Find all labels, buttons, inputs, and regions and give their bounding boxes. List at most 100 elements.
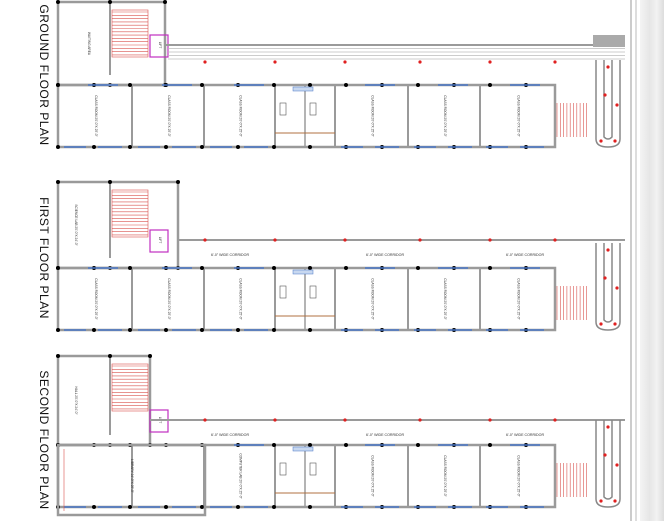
- marker-icon: [488, 238, 492, 242]
- corridor-label: 6'-0" WIDE CORRIDOR: [211, 433, 250, 437]
- toilet-fixture: [309, 102, 317, 116]
- corridor-label: 6'-0" WIDE CORRIDOR: [506, 253, 545, 257]
- marker-icon: [418, 418, 422, 422]
- room-label: CLASS ROOM 20'-0"X 25'-0": [443, 455, 447, 496]
- column: [344, 266, 348, 270]
- column: [236, 145, 240, 149]
- marker-icon: [553, 60, 557, 64]
- marker-icon: [606, 425, 610, 429]
- marker-icon: [606, 65, 610, 69]
- floor-title: SECOND FLOOR PLAN: [37, 370, 51, 509]
- column: [200, 266, 204, 270]
- marker-icon: [599, 322, 603, 326]
- toilet-fixture: [309, 285, 317, 299]
- column: [128, 145, 132, 149]
- wash-basin: [292, 86, 314, 92]
- column: [163, 0, 167, 4]
- marker-icon: [203, 238, 207, 242]
- marker-icon: [613, 499, 617, 503]
- marker-icon: [603, 93, 607, 97]
- room-label: CLASS ROOM 20'-0"X 25'-0": [371, 455, 375, 496]
- column: [128, 328, 132, 332]
- marker-icon: [599, 499, 603, 503]
- column: [92, 145, 96, 149]
- column: [308, 145, 312, 149]
- marker-icon: [418, 238, 422, 242]
- column: [272, 328, 276, 332]
- lift-shaft: [149, 229, 169, 253]
- left-block-wall: [56, 0, 167, 87]
- column: [56, 0, 60, 4]
- ramp: [595, 243, 621, 331]
- column: [308, 83, 312, 87]
- corridor-label: 6'-0" WIDE CORRIDOR: [366, 253, 405, 257]
- room-label: CLASS ROOM 20'-0"X 25'-0": [517, 95, 521, 136]
- corridor-label: 6'-0" WIDE CORRIDOR: [366, 433, 405, 437]
- marker-icon: [615, 286, 619, 290]
- left-room-label: WAITING AREA: [87, 32, 91, 56]
- page-edge: [640, 0, 664, 521]
- column: [56, 266, 60, 270]
- column: [488, 266, 492, 270]
- staircase: [111, 363, 149, 412]
- marker-icon: [488, 418, 492, 422]
- column: [272, 83, 276, 87]
- room-label: CLASS ROOM 20'-0"X 25'-0": [371, 278, 375, 319]
- marker-icon: [203, 60, 207, 64]
- marker-icon: [553, 238, 557, 242]
- marker-icon: [273, 238, 277, 242]
- column: [108, 180, 112, 184]
- room-label: CLASS ROOM 20'-0"X 25'-0": [239, 278, 243, 319]
- toilet-fixture: [279, 102, 287, 116]
- room-label: CLASS ROOM 20'-0"X 25'-0": [371, 95, 375, 136]
- corridor-label: 6'-0" WIDE CORRIDOR: [506, 433, 545, 437]
- left-room-label: HALL 20'-0"X 24'-0": [74, 387, 78, 415]
- room-label: CLASS ROOM 20'-0"X 25'-0": [443, 95, 447, 136]
- room-label: CLASS ROOM 20'-0"X 25'-0": [94, 95, 98, 136]
- wash-basin: [292, 269, 314, 275]
- marker-icon: [599, 139, 603, 143]
- toilet-fixture: [309, 462, 317, 476]
- column: [92, 505, 96, 509]
- ramp: [595, 420, 621, 508]
- marker-icon: [488, 60, 492, 64]
- column: [416, 83, 420, 87]
- column: [416, 266, 420, 270]
- marker-icon: [615, 463, 619, 467]
- marker-icon: [273, 60, 277, 64]
- column: [176, 180, 180, 184]
- wash-basin: [292, 446, 314, 452]
- column: [56, 83, 60, 87]
- marker-icon: [553, 418, 557, 422]
- marker-icon: [343, 60, 347, 64]
- room-label: CLASS ROOM 20'-0"X 25'-0": [517, 278, 521, 319]
- column: [236, 328, 240, 332]
- column: [488, 83, 492, 87]
- column: [200, 83, 204, 87]
- column: [200, 505, 204, 509]
- room-label: COMPUTER LAB 20'-0"X 25'-0": [239, 453, 243, 498]
- floor-plan-0: GROUND FLOOR PLAN LIFT WAITING AREA CLASS R…: [37, 0, 625, 149]
- room-label: LIBRARY 24'-0"X 25'-0": [130, 459, 134, 493]
- marker-icon: [603, 276, 607, 280]
- toilet-fixture: [279, 285, 287, 299]
- staircase: [111, 9, 149, 58]
- column: [108, 0, 112, 4]
- column: [128, 505, 132, 509]
- column: [92, 328, 96, 332]
- room-label: CLASS ROOM 20'-0"X 25'-0": [517, 455, 521, 496]
- lift-label: LIFT: [158, 42, 162, 49]
- ramp: [595, 60, 621, 148]
- library-wall: [56, 443, 207, 517]
- column: [148, 354, 152, 358]
- column: [128, 83, 132, 87]
- floor-plan-2: SECOND FLOOR PLANLIFTHALL 20'-0"X 24'-0"…: [37, 354, 625, 517]
- column: [272, 505, 276, 509]
- column: [488, 443, 492, 447]
- column: [164, 328, 168, 332]
- marker-icon: [613, 322, 617, 326]
- floor-title: GROUND FLOOR PLAN: [37, 4, 51, 145]
- column: [56, 145, 60, 149]
- column: [56, 328, 60, 332]
